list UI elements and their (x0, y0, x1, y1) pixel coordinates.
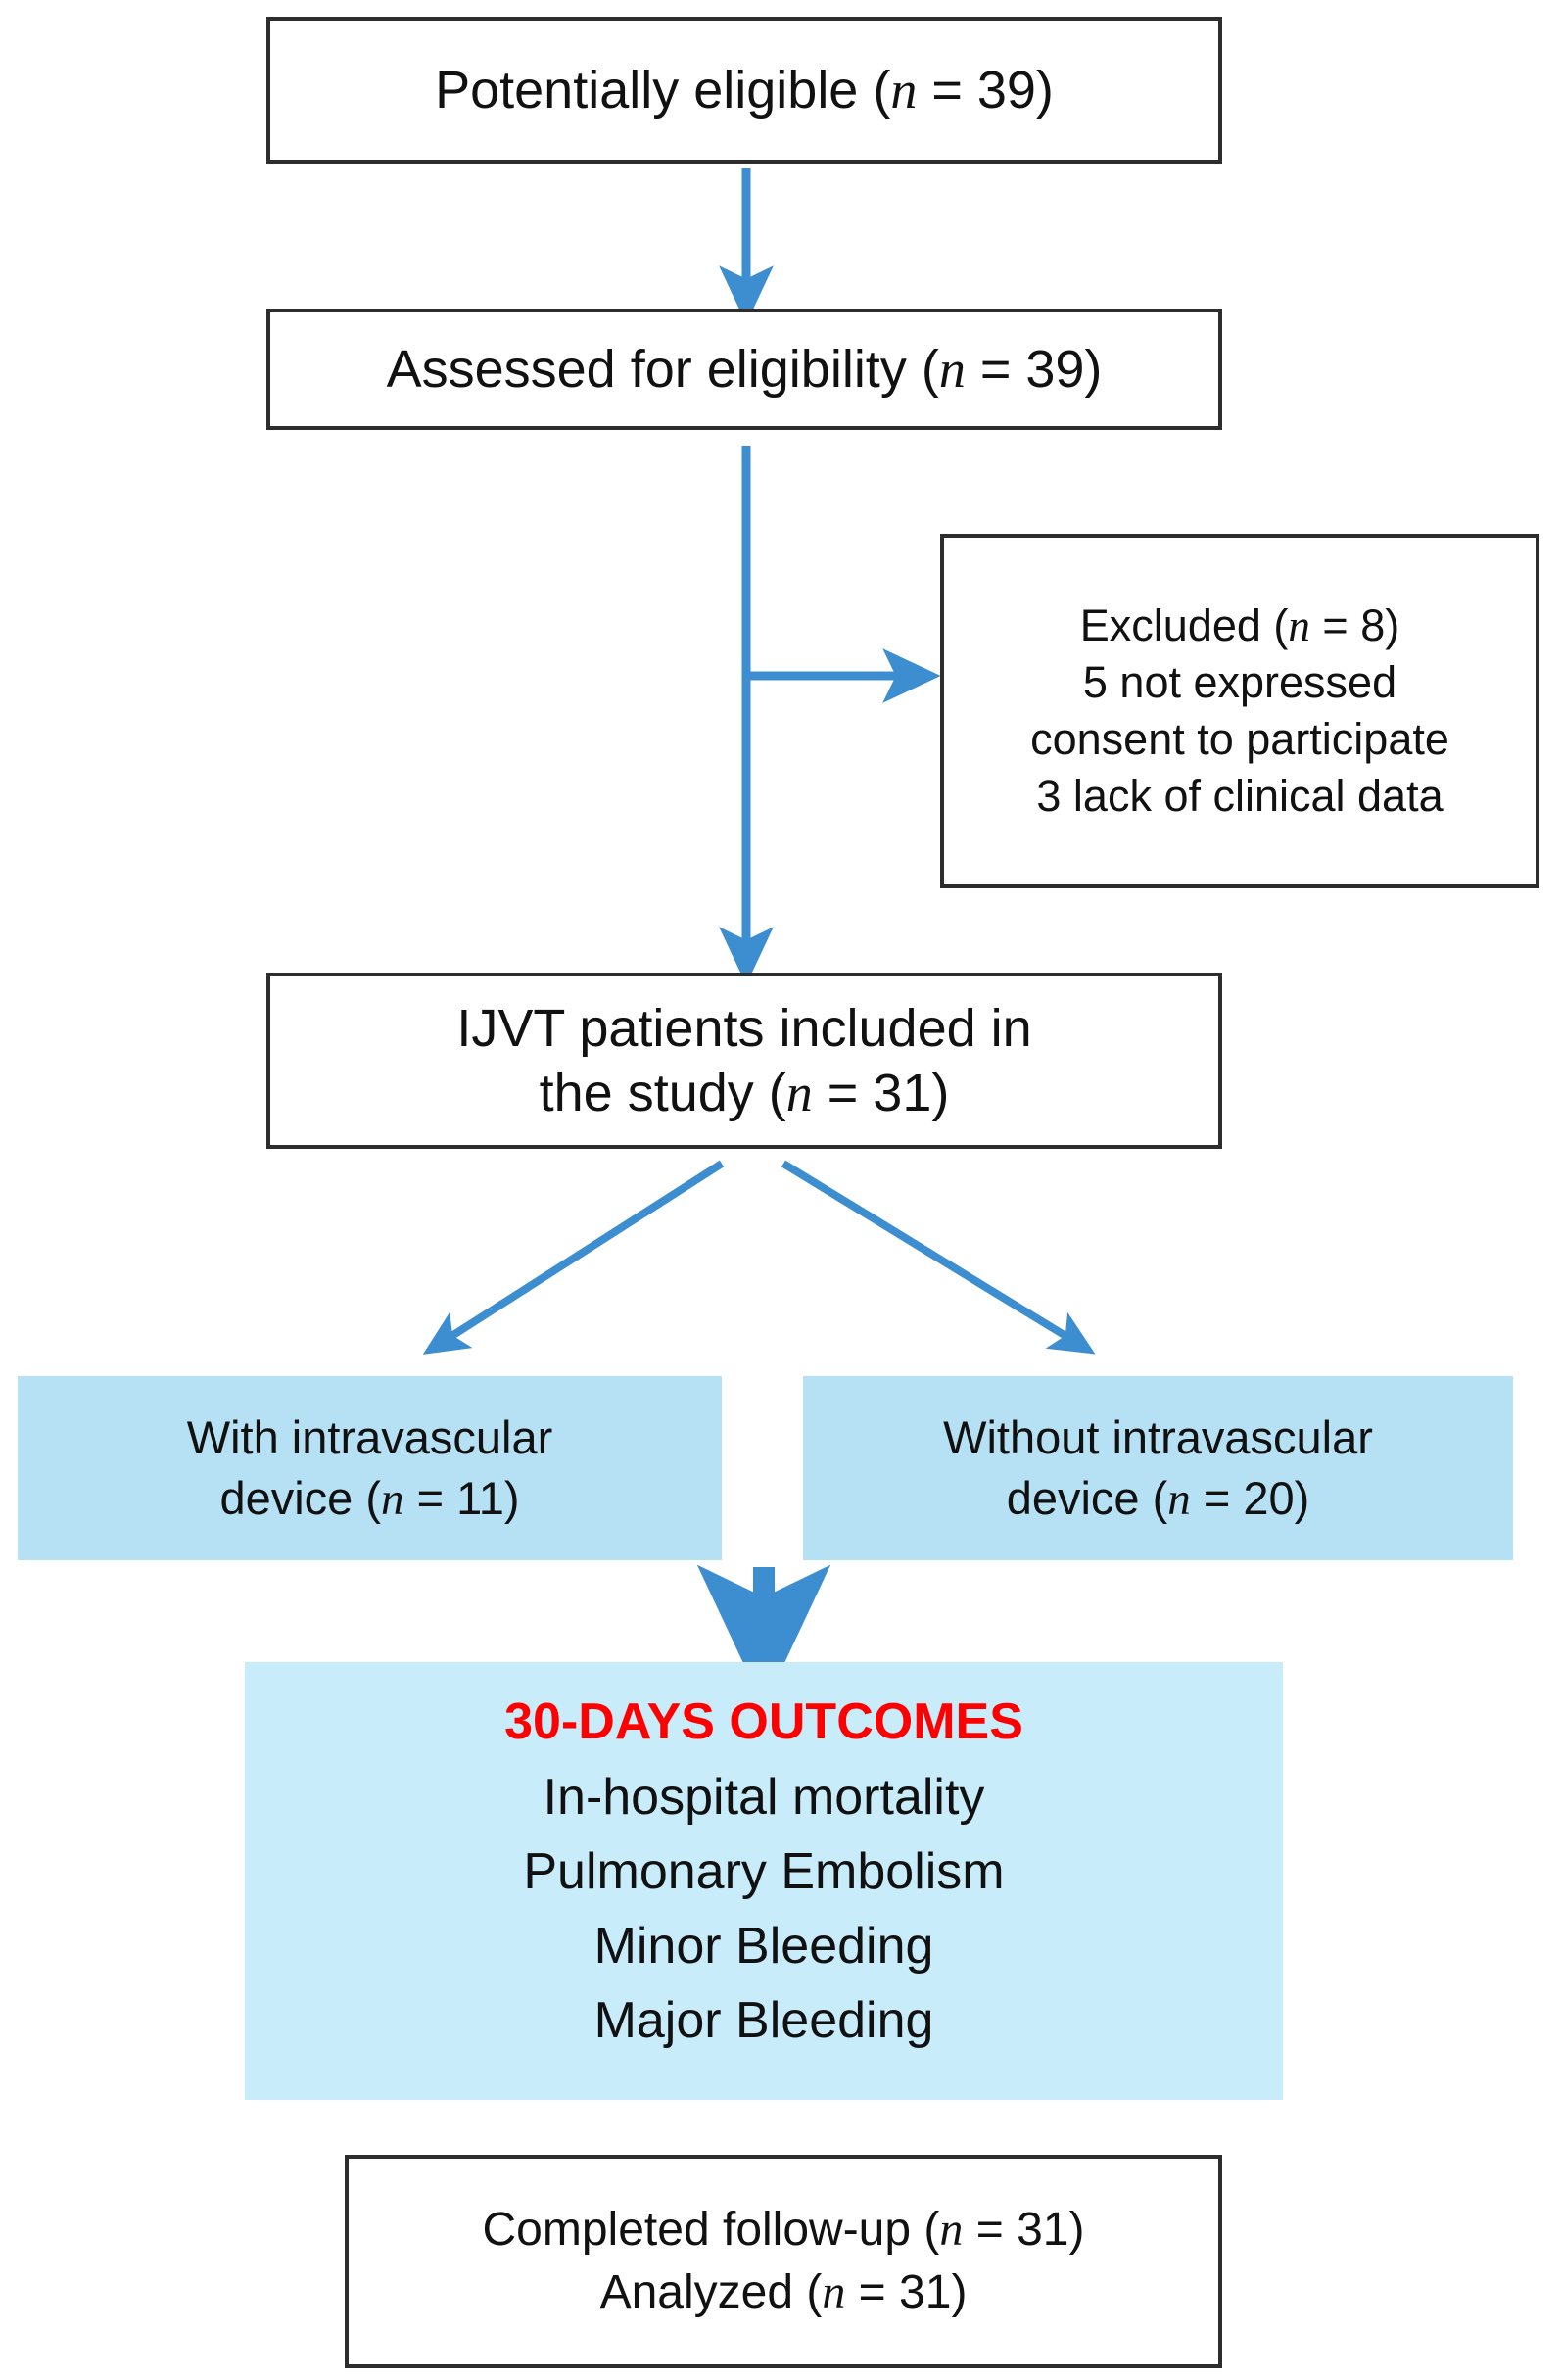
node-line: Excluded (n = 8) (1079, 600, 1400, 650)
outcome-item: Minor Bleeding (593, 1918, 934, 1975)
node-30-days-outcomes: 30-DAYS OUTCOMES In-hospital mortality P… (245, 1662, 1283, 2100)
node-line: Assessed for eligibility (n = 39) (386, 340, 1103, 399)
node-line: Analyzed (n = 31) (599, 2266, 968, 2318)
node-with-intravascular-device: With intravascular device (n = 11) (18, 1376, 722, 1560)
node-completed-followup-analyzed: Completed follow-up (n = 31) Analyzed (n… (345, 2155, 1222, 2368)
outcome-item: Pulmonary Embolism (523, 1843, 1005, 1900)
edge-included-to-with-device (422, 1160, 725, 1355)
outcome-item: Major Bleeding (593, 1992, 934, 2049)
edge-included-to-without-device (781, 1160, 1096, 1355)
outcome-item: In-hospital mortality (543, 1769, 985, 1826)
node-ijvt-patients-included: IJVT patients included in the study (n =… (266, 973, 1222, 1149)
node-line: device (n = 11) (219, 1471, 520, 1525)
node-excluded: Excluded (n = 8) 5 not expressed consent… (940, 534, 1539, 888)
node-line: the study (n = 31) (539, 1064, 950, 1122)
node-line: consent to participate (1030, 714, 1449, 764)
node-potentially-eligible: Potentially eligible (n = 39) (266, 17, 1222, 164)
node-line: 3 lack of clinical data (1036, 771, 1444, 821)
node-assessed-for-eligibility: Assessed for eligibility (n = 39) (266, 309, 1222, 430)
node-line: Without intravascular (943, 1410, 1373, 1463)
node-line: Potentially eligible (n = 39) (435, 61, 1054, 119)
node-line: 5 not expressed (1082, 657, 1397, 707)
node-line: Completed follow-up (n = 31) (482, 2204, 1085, 2256)
outcomes-title: 30-DAYS OUTCOMES (504, 1693, 1023, 1750)
node-line: With intravascular (186, 1410, 553, 1463)
node-without-intravascular-device: Without intravascular device (n = 20) (803, 1376, 1513, 1560)
node-line: IJVT patients included in (456, 999, 1032, 1058)
node-line: device (n = 20) (1006, 1471, 1310, 1525)
